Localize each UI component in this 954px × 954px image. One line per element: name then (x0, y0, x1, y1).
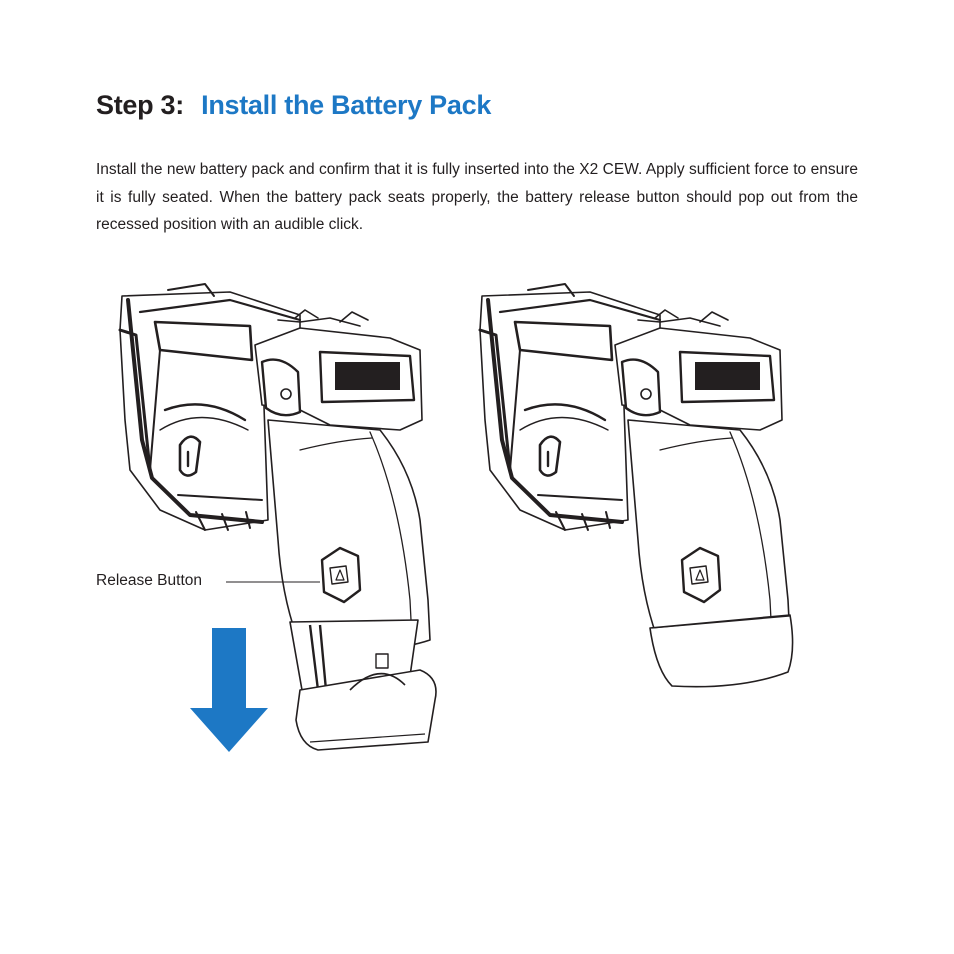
battery-pack (289, 619, 437, 751)
down-arrow-icon (190, 628, 268, 752)
instructions-paragraph: Install the new battery pack and confirm… (96, 161, 858, 233)
installed-battery-pack (649, 614, 794, 688)
release-button-label: Release Button (96, 572, 202, 589)
cew-battery-installed-illustration (478, 282, 794, 688)
page-heading: Step 3: Install the Battery Pack (96, 90, 491, 121)
cew-battery-removed-illustration (118, 282, 437, 752)
cew-body-right (478, 282, 792, 652)
step-number: Step 3: (96, 90, 184, 120)
cew-body-left (118, 282, 432, 652)
step-title: Install the Battery Pack (201, 90, 492, 120)
